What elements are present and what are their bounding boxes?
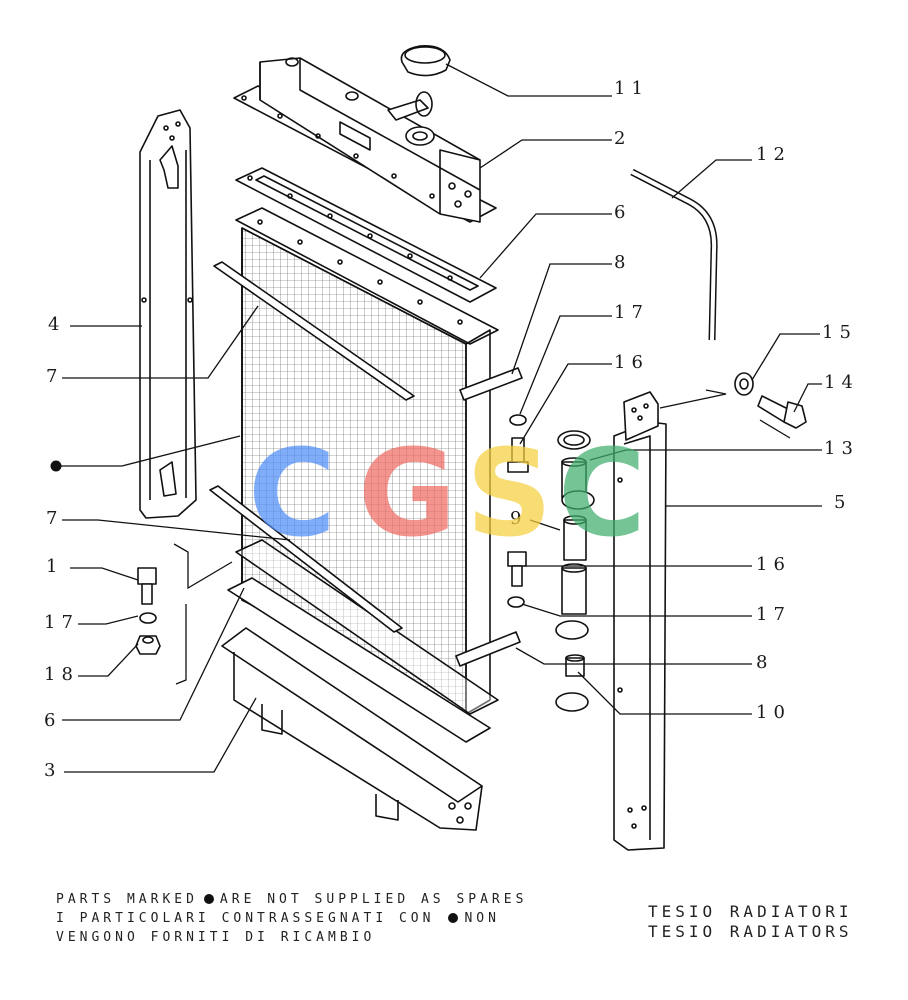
overflow-pipe — [630, 168, 718, 341]
pipe-10 — [565, 654, 585, 677]
part-label-3: 3 — [44, 760, 61, 781]
part-label-6-top: 6 — [614, 202, 631, 223]
filler-cap — [400, 44, 451, 77]
part-label-16-mid: 16 — [756, 554, 791, 575]
part-label-17-top: 17 — [614, 302, 649, 323]
part-label-14: 14 — [824, 372, 859, 393]
part-label-15: 15 — [822, 322, 857, 343]
part-label-17-mid: 17 — [756, 604, 791, 625]
bolt-1 — [137, 567, 157, 605]
hose-clamp-lower — [555, 620, 589, 640]
hose-clamp-bottom — [555, 692, 589, 712]
part-label-1: 1 — [46, 556, 63, 577]
hose-clamp-mid — [561, 490, 595, 510]
washer-17-mid — [507, 596, 525, 608]
right-side-bracket — [613, 391, 667, 851]
part-label-16-top: 16 — [614, 352, 649, 373]
bolt-14 — [757, 395, 807, 429]
gasket-top — [235, 167, 497, 303]
spares-note-text-2b: NON — [464, 911, 500, 926]
gasket-bottom — [227, 577, 491, 743]
part-label-7-top: 7 — [46, 366, 63, 387]
spares-note-text-2a: I PARTICOLARI CONTRASSEGNATI CON — [56, 911, 435, 926]
not-supplied-dot-icon — [448, 912, 459, 923]
part-label-4: 4 — [48, 314, 65, 335]
part-label-13: 13 — [824, 438, 859, 459]
spares-note-text-1a: PARTS MARKED — [56, 892, 198, 907]
part-label-10: 10 — [756, 702, 791, 723]
left-side-bracket — [139, 109, 197, 519]
top-tank — [233, 57, 497, 223]
spares-note-text-1b: ARE NOT SUPPLIED AS SPARES — [219, 892, 528, 907]
part-label-8-mid: 8 — [756, 652, 773, 673]
spares-note-line-2: I PARTICOLARI CONTRASSEGNATI CON NON — [56, 909, 527, 928]
part-label-7-mid: 7 — [46, 508, 63, 529]
part-label-18: 18 — [44, 664, 79, 685]
washer-17-left — [139, 612, 157, 624]
side-strap-top — [213, 261, 415, 401]
spares-note-line-3: VENGONO FORNITI DI RICAMBIO — [56, 930, 376, 945]
bracket-8-top — [459, 367, 523, 401]
bolt-16-top — [507, 437, 529, 473]
spares-note: PARTS MARKED ARE NOT SUPPLIED AS SPARES I… — [56, 890, 527, 947]
hose-clamp-upper — [557, 430, 591, 450]
watermark-letter-c1: C — [248, 425, 336, 564]
title-italian: TESIO RADIATORI — [648, 902, 853, 921]
spares-note-line-1: PARTS MARKED ARE NOT SUPPLIED AS SPARES — [56, 890, 527, 909]
watermark-letter-c2: C — [558, 425, 646, 564]
part-label-9: 9 — [510, 508, 527, 529]
bottom-tank — [221, 627, 483, 831]
part-label-6-bottom: 6 — [44, 710, 61, 731]
nut-18 — [135, 635, 161, 655]
part-label-5: 5 — [834, 492, 851, 513]
part-label-8-top: 8 — [614, 252, 631, 273]
leader-lines — [60, 63, 822, 773]
washer-15 — [734, 372, 754, 396]
not-supplied-marker — [50, 460, 62, 472]
washer-17-top — [509, 414, 527, 426]
part-label-2: 2 — [614, 128, 631, 149]
watermark-letter-g: G — [358, 425, 457, 564]
side-strap-bottom — [209, 485, 403, 633]
part-label-17-left: 17 — [44, 612, 79, 633]
part-label-11: 11 — [614, 78, 649, 99]
watermark-letter-s: S — [466, 425, 552, 564]
radiator-core — [235, 207, 499, 715]
hose-lower — [561, 563, 587, 615]
title-english: TESIO RADIATORS — [648, 922, 853, 941]
part-label-12: 12 — [756, 144, 791, 165]
bracket-8-bottom — [455, 631, 521, 667]
drawing-title: TESIO RADIATORI TESIO RADIATORS — [648, 902, 853, 942]
hose-9 — [563, 515, 587, 561]
not-supplied-dot-icon — [203, 893, 214, 904]
watermark: C G S C — [248, 425, 646, 564]
